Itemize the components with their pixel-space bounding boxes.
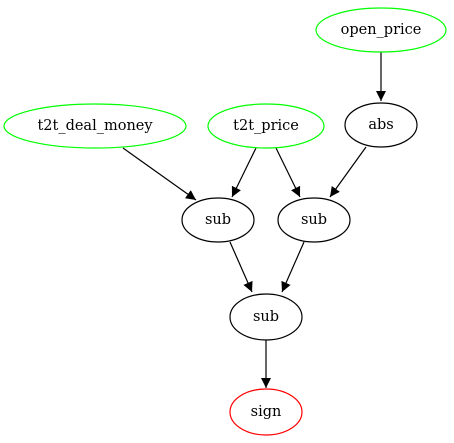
node-sub-left-shape (181, 197, 255, 243)
edge-t2t-price-to-sub-left (231, 147, 257, 198)
node-t2t-deal-money-shape (3, 103, 187, 149)
node-abs-shape (344, 102, 418, 148)
edge-t2t-price-to-sub-right (275, 147, 301, 198)
node-sign-shape (229, 388, 303, 436)
node-t2t-price-label: t2t_price (233, 118, 299, 134)
node-sub-right-label: sub (301, 212, 327, 228)
node-open-price-shape (315, 7, 447, 53)
node-sign: sign (229, 388, 303, 436)
node-sub-right: sub (277, 197, 351, 243)
node-t2t-deal-money-label: t2t_deal_money (37, 118, 153, 134)
edge-sub-left-to-sub-bottom (229, 241, 253, 293)
node-sub-right-shape (277, 197, 351, 243)
edge-sub-right-to-sub-bottom (281, 241, 305, 293)
node-abs: abs (344, 102, 418, 148)
node-sub-bottom-label: sub (253, 309, 279, 325)
edge-abs-to-sub-right (329, 146, 367, 198)
node-t2t-price-shape (207, 103, 325, 149)
node-open-price: open_price (315, 7, 447, 53)
node-sub-bottom: sub (229, 293, 303, 341)
node-t2t-deal-money: t2t_deal_money (3, 103, 187, 149)
node-sub-bottom-shape (229, 293, 303, 341)
node-sub-left-label: sub (205, 212, 231, 228)
node-t2t-price: t2t_price (207, 103, 325, 149)
edges (122, 52, 386, 388)
node-abs-label: abs (368, 117, 393, 133)
node-sign-label: sign (251, 404, 282, 420)
node-sub-left: sub (181, 197, 255, 243)
node-open-price-label: open_price (341, 22, 422, 38)
edge-t2t-deal-money-to-sub-left (122, 147, 197, 201)
